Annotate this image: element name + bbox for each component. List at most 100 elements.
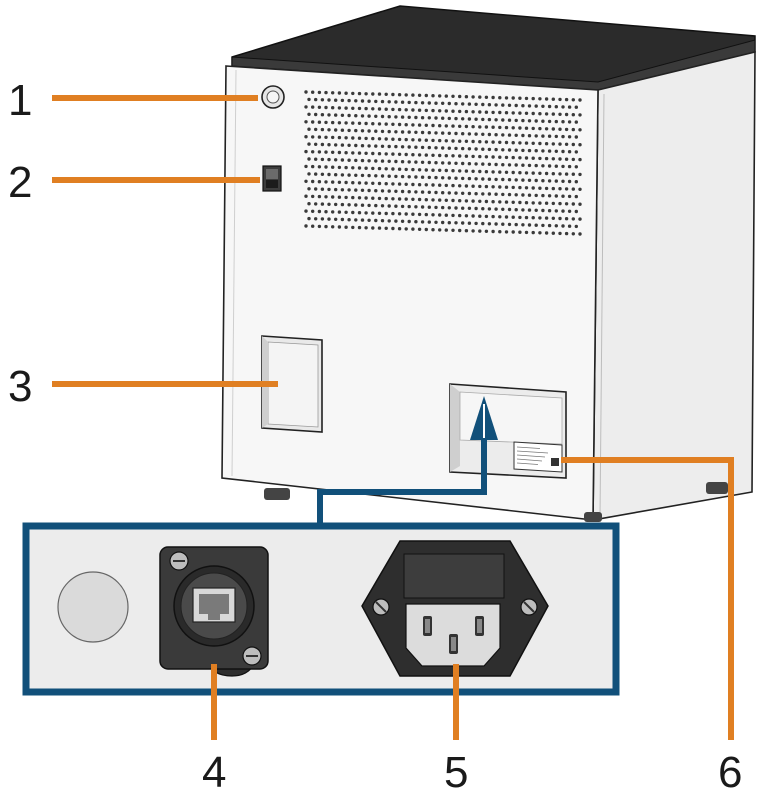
vent-hole xyxy=(354,173,358,177)
vent-hole xyxy=(491,185,495,189)
vent-hole xyxy=(454,161,458,165)
vent-hole xyxy=(511,185,515,190)
vent-hole xyxy=(571,187,575,191)
vent-hole xyxy=(334,143,338,147)
vent-hole xyxy=(464,199,469,203)
vent-hole xyxy=(311,105,315,109)
vent-hole xyxy=(367,114,371,118)
vent-hole xyxy=(487,117,492,122)
vent-hole xyxy=(417,183,422,187)
vent-hole xyxy=(317,135,322,139)
vent-hole xyxy=(391,167,395,171)
vent-hole xyxy=(427,101,431,105)
vent-hole xyxy=(337,121,342,125)
vent-hole xyxy=(487,132,492,137)
vent-hole xyxy=(327,98,331,102)
vent-hole xyxy=(471,199,475,203)
vent-hole xyxy=(351,225,355,230)
vent-hole xyxy=(354,218,358,222)
rocker-switch-icon xyxy=(262,165,282,192)
vent-hole xyxy=(424,168,428,172)
vent-hole xyxy=(404,227,408,231)
vent-hole xyxy=(438,168,442,172)
vent-hole xyxy=(340,173,345,177)
vent-hole xyxy=(304,149,308,154)
vent-hole xyxy=(478,169,482,174)
vent-hole xyxy=(404,182,408,186)
vent-hole xyxy=(397,93,402,97)
vent-hole xyxy=(417,138,422,142)
vent-hole xyxy=(507,222,512,227)
vent-hole xyxy=(420,205,425,209)
vent-hole xyxy=(444,139,448,143)
vent-hole xyxy=(538,112,542,116)
vent-hole xyxy=(391,92,395,97)
vent-hole xyxy=(481,207,485,211)
vent-hole xyxy=(524,230,529,235)
vent-hole xyxy=(564,217,569,221)
vent-hole xyxy=(304,209,308,213)
vent-hole xyxy=(538,186,542,190)
vent-hole xyxy=(364,92,368,96)
vent-hole xyxy=(397,152,402,156)
vent-hole xyxy=(380,204,385,208)
vent-hole xyxy=(364,121,368,126)
vent-hole xyxy=(478,140,482,144)
vent-hole xyxy=(384,107,388,111)
vent-hole xyxy=(387,129,391,134)
ethernet-port-icon xyxy=(159,546,269,677)
vent-hole xyxy=(324,120,328,125)
vent-hole xyxy=(567,209,572,213)
vent-hole xyxy=(544,186,549,191)
vent-hole xyxy=(354,128,358,133)
vent-hole xyxy=(354,158,358,163)
vent-hole xyxy=(454,191,458,195)
vent-hole xyxy=(347,143,351,147)
vent-hole xyxy=(471,125,475,129)
blind-plug xyxy=(57,571,129,643)
vent-hole xyxy=(407,130,411,134)
callout-number-1: 1 xyxy=(8,76,32,125)
vent-hole xyxy=(320,202,325,206)
vent-hole xyxy=(524,201,529,205)
vent-hole xyxy=(558,201,562,206)
vent-hole xyxy=(417,108,422,112)
vent-hole xyxy=(467,117,472,121)
vent-hole xyxy=(320,98,325,102)
vent-hole xyxy=(531,156,535,160)
vent-hole xyxy=(538,231,542,235)
vent-hole xyxy=(307,172,311,176)
vent-hole xyxy=(494,133,498,137)
vent-hole xyxy=(554,179,558,183)
vent-hole xyxy=(397,197,402,201)
vent-hole xyxy=(417,227,422,231)
vent-hole xyxy=(498,170,502,174)
vent-hole xyxy=(567,150,572,154)
vent-hole xyxy=(434,190,438,195)
vent-hole xyxy=(521,223,525,227)
vent-hole xyxy=(491,155,495,159)
vent-hole xyxy=(491,229,495,234)
vent-hole xyxy=(384,92,388,97)
vent-hole xyxy=(478,229,482,233)
vent-hole xyxy=(544,112,549,116)
vent-hole xyxy=(451,94,455,99)
vent-hole xyxy=(407,115,411,120)
vent-hole xyxy=(431,123,435,128)
vent-hole xyxy=(438,138,442,143)
vent-hole xyxy=(571,202,575,206)
vent-hole xyxy=(420,145,425,150)
vent-hole xyxy=(417,153,422,157)
vent-hole xyxy=(464,154,469,158)
vent-hole xyxy=(384,182,388,186)
vent-hole xyxy=(304,224,308,228)
vent-hole xyxy=(427,220,431,224)
vent-hole xyxy=(347,218,351,222)
vent-hole xyxy=(407,175,411,179)
vent-hole xyxy=(334,128,338,132)
vent-hole xyxy=(541,208,545,213)
vent-hole xyxy=(394,159,398,164)
vent-hole xyxy=(504,140,509,145)
vent-hole xyxy=(420,190,425,194)
vent-hole xyxy=(411,197,415,201)
